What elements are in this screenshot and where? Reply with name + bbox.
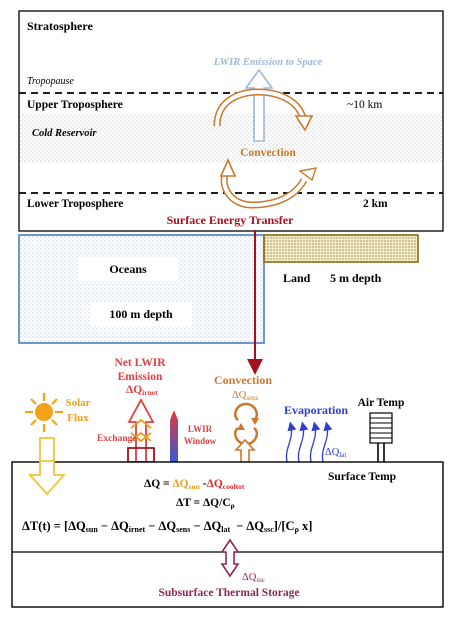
equation-3: ΔT(t) = [ΔQsun − ΔQirnet − ΔQsens − ΔQla…	[22, 519, 312, 534]
exchange-icon	[130, 418, 152, 443]
net-lwir-label-line1: Net LWIR	[114, 357, 166, 369]
lower-height-label: 2 km	[363, 198, 388, 210]
equation-1: ΔQ = ΔQsun -ΔQcooltot	[144, 478, 245, 491]
stratosphere-label: Stratosphere	[27, 19, 93, 33]
net-lwir-arrow	[127, 398, 155, 463]
convection-arrowhead-top	[294, 115, 314, 132]
air-temp-label: Air Temp	[358, 397, 405, 409]
dq-ssc-label: ΔQssc	[242, 572, 265, 584]
lwir-window-label-line2: Window	[184, 436, 217, 446]
upper-troposphere-label: Upper Troposphere	[27, 99, 123, 111]
convection-top-label: Convection	[240, 147, 296, 159]
weather-station-icon	[369, 412, 393, 462]
tropopause-label: Tropopause	[27, 76, 74, 87]
equation-2: ΔT = ΔQ/Cρ	[176, 497, 235, 510]
lwir-space-label: LWIR Emission to Space	[213, 57, 323, 68]
cold-reservoir-label: Cold Reservoir	[32, 128, 97, 139]
dq-irnet-label: ΔQirnet	[126, 384, 158, 397]
lwir-window-arrow	[170, 410, 178, 462]
sun-icon	[25, 393, 63, 432]
land-depth-label: 5 m depth	[330, 271, 382, 285]
surface-temp-label: Surface Temp	[328, 471, 396, 483]
land-label: Land	[283, 271, 311, 285]
oceans-label: Oceans	[109, 262, 147, 276]
lower-troposphere-label: Lower Troposphere	[27, 198, 123, 210]
evaporation-label: Evaporation	[284, 403, 348, 417]
surface-energy-transfer-label: Surface Energy Transfer	[167, 213, 295, 227]
dq-sens-label: ΔQsens	[232, 390, 259, 402]
subsurface-exchange-arrow	[220, 538, 240, 578]
land-block	[263, 234, 419, 263]
lwir-window-label-line1: LWIR	[188, 424, 213, 434]
cold-reservoir-band	[20, 113, 442, 163]
solar-flux-label-line1: Solar	[65, 397, 90, 409]
exchange-label: Exchange	[97, 434, 137, 444]
ocean-block	[18, 234, 265, 344]
subsurface-storage-label: Subsurface Thermal Storage	[159, 587, 300, 599]
lwir-space-arrow	[244, 68, 274, 142]
convection-arrowhead-bottom	[219, 158, 237, 177]
dq-lat-label: ΔQlat	[325, 447, 346, 459]
evaporation-arrows	[285, 421, 333, 463]
solar-flux-label-line2: Flux	[67, 412, 89, 424]
surface-box	[11, 461, 444, 608]
net-lwir-label-line2: Emission	[118, 371, 163, 383]
convection-label: Convection	[214, 373, 272, 387]
ocean-depth-label: 100 m depth	[109, 307, 173, 321]
upper-height-label: ~10 km	[347, 99, 382, 111]
convection-loop-icon	[234, 402, 258, 422]
